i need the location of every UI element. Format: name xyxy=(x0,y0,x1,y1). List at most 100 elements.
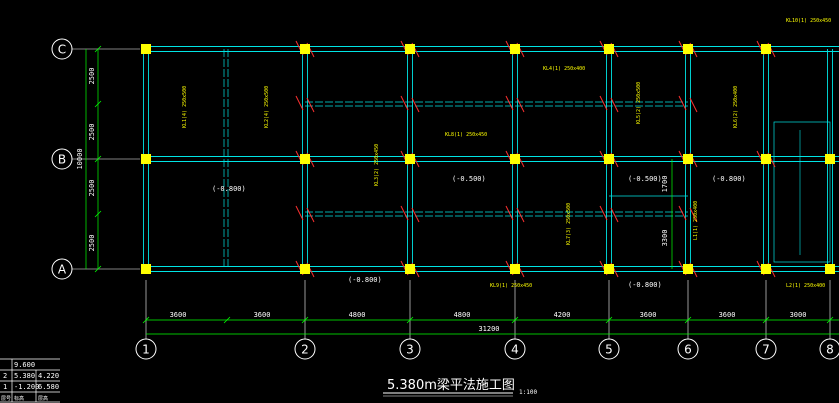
column-0-2 xyxy=(141,264,151,274)
column-0-0 xyxy=(141,44,151,54)
level-row-2-height: 6.580 xyxy=(38,383,59,391)
dim-tick-6 xyxy=(762,316,770,324)
col-axis-6: 6 xyxy=(677,338,699,360)
rebar-mark-a-18 xyxy=(295,95,304,111)
beam-label-kl3: KL3(2) 250x450 xyxy=(374,144,380,186)
beams-layer xyxy=(143,46,839,272)
rebar-mark-a-22 xyxy=(505,95,514,111)
beam-label-kl8: KL8(1) 250x450 xyxy=(445,132,487,138)
col-axis-label-4: 4 xyxy=(511,343,519,357)
column-0-1 xyxy=(141,154,151,164)
col-axis-2: 2 xyxy=(294,338,316,360)
rebar-marks-layer xyxy=(295,40,776,278)
col-axis-label-6: 6 xyxy=(684,343,692,357)
dim-left-tick-1 xyxy=(94,100,102,108)
rebar-mark-a-25 xyxy=(599,205,608,221)
column-2-0 xyxy=(405,44,415,54)
rebar-mark-a-21 xyxy=(400,205,409,221)
beam-label-kl2: KL2(4) 250x500 xyxy=(264,86,270,128)
column-4-1 xyxy=(604,154,614,164)
columns-layer xyxy=(141,44,835,274)
level-row-1-floor: 2 xyxy=(3,372,7,380)
beam-label-kl5: KL5(2) 250x500 xyxy=(636,82,642,124)
row-axis-label-b: B xyxy=(58,153,66,167)
column-3-0 xyxy=(510,44,520,54)
beam-label-kl7: KL7(3) 250x500 xyxy=(566,203,572,245)
rebar-mark-a-23 xyxy=(505,205,514,221)
rebar-mark-a-27 xyxy=(678,205,687,221)
column-6-2 xyxy=(761,264,771,274)
column-1-0 xyxy=(300,44,310,54)
level-row-3-height: 层高 xyxy=(38,395,48,402)
rebar-mark-a-24 xyxy=(599,95,608,111)
column-1-2 xyxy=(300,264,310,274)
rebar-mark-a-26 xyxy=(678,95,687,111)
column-2-2 xyxy=(405,264,415,274)
level-row-1-level: 5.380 xyxy=(14,372,35,380)
dim-left-tick-4 xyxy=(94,265,102,273)
drawing-title: 5.380m梁平法施工图 xyxy=(387,378,515,393)
dimension-layer xyxy=(85,45,839,335)
total-dim: 31200 xyxy=(478,325,499,333)
beam-note-2: (-0.800) xyxy=(348,276,382,284)
row-axis-B: B xyxy=(51,148,73,170)
beam-label-kl6: KL6(2) 250x400 xyxy=(733,86,739,128)
rebar-mark-a-19 xyxy=(295,205,304,221)
left-dim-1: 2500 xyxy=(88,68,96,85)
col-axis-label-8: 8 xyxy=(826,343,834,357)
col-axis-label-7: 7 xyxy=(762,343,770,357)
column-4-2 xyxy=(604,264,614,274)
col-axis-8: 8 xyxy=(819,338,839,360)
beam-note-1: (-0.800) xyxy=(212,185,246,193)
col-axis-label-1: 1 xyxy=(142,343,150,357)
bay-dim-8: 3000 xyxy=(790,311,807,319)
dim-tick-2 xyxy=(406,316,414,324)
bay-dim-1: 3600 xyxy=(170,311,187,319)
rebar-mark-b-23 xyxy=(516,207,525,223)
axis-grid xyxy=(72,48,831,339)
beam-label-kl4: KL4(1) 250x400 xyxy=(543,66,585,72)
col-axis-label-5: 5 xyxy=(605,343,613,357)
bay-dim-4: 4800 xyxy=(454,311,471,319)
column-5-2 xyxy=(683,264,693,274)
level-row-2-level: -1.200 xyxy=(14,383,39,391)
dim-tick-5 xyxy=(684,316,692,324)
dim-tick-mid xyxy=(223,316,231,324)
beam-note-3: (-0.500) xyxy=(452,175,486,183)
rebar-mark-b-22 xyxy=(516,97,525,113)
beam-note-6: (-0.800) xyxy=(628,281,662,289)
column-1-1 xyxy=(300,154,310,164)
drawing-title-block: 5.380m梁平法施工图 1:100 xyxy=(383,378,537,397)
left-total-dim: 10000 xyxy=(76,148,84,169)
dim-tick-4 xyxy=(605,316,613,324)
left-dim-4: 2500 xyxy=(88,235,96,252)
dim-left-tick-0 xyxy=(94,45,102,53)
col-axis-label-2: 2 xyxy=(301,343,309,357)
beam-label-kl9: KL9(1) 250x450 xyxy=(490,283,532,289)
beam-note-4: (-0.500) xyxy=(628,175,662,183)
dim-tick-1 xyxy=(301,316,309,324)
rebar-mark-b-21 xyxy=(411,207,420,223)
dim-tick-0 xyxy=(142,316,150,324)
bay-dim-2: 3600 xyxy=(254,311,271,319)
col-axis-3: 3 xyxy=(399,338,421,360)
col-axis-1: 1 xyxy=(135,338,157,360)
left-dim-3: 2500 xyxy=(88,180,96,197)
level-table: 9.600 2 5.380 4.220 1 -1.200 6.580 层号 标高… xyxy=(0,358,60,403)
right-dim-2: 3300 xyxy=(661,230,669,247)
col-axis-5: 5 xyxy=(598,338,620,360)
left-dim-2: 2500 xyxy=(88,124,96,141)
dim-tick-7 xyxy=(826,316,834,324)
column-6-0 xyxy=(761,44,771,54)
column-3-1 xyxy=(510,154,520,164)
rebar-mark-b-24 xyxy=(610,97,619,113)
bay-dim-7: 3600 xyxy=(719,311,736,319)
stair-frame xyxy=(773,121,831,263)
rebar-mark-b-20 xyxy=(411,97,420,113)
bay-dim-6: 3600 xyxy=(640,311,657,319)
dim-left-tick-2 xyxy=(94,155,102,163)
beam-label-l2: L2(1) 250x400 xyxy=(786,283,825,289)
column-8-a xyxy=(825,264,835,274)
rebar-mark-b-25 xyxy=(610,207,619,223)
row-axis-C: C xyxy=(51,38,73,60)
